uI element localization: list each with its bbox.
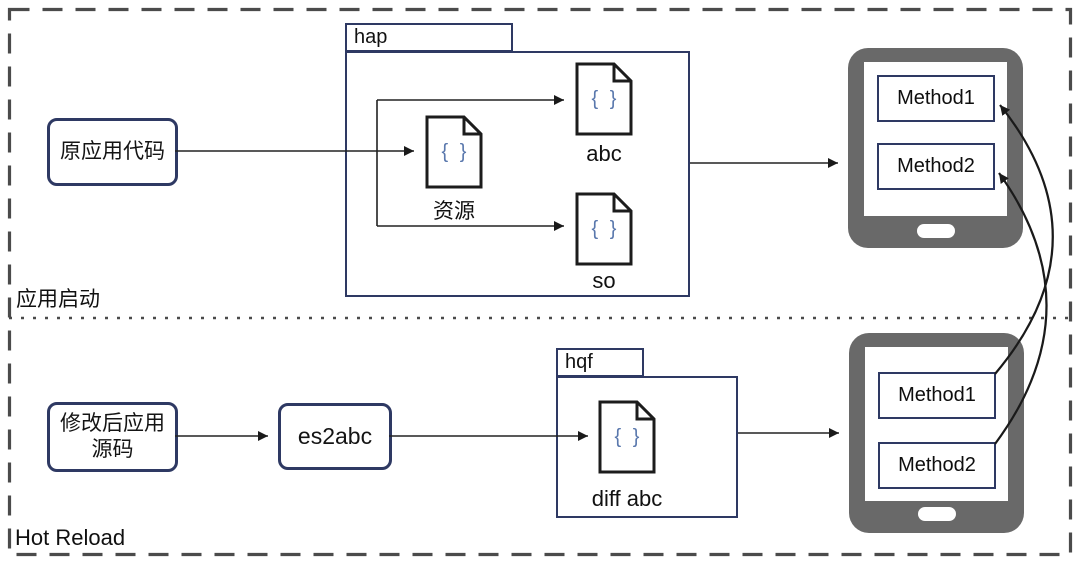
- device-tablet-bottom: Method1 Method2: [849, 333, 1024, 533]
- method1-label: Method1: [898, 384, 976, 406]
- modified-source-line2: 源码: [91, 438, 134, 461]
- hap-folder-tab: hap: [345, 23, 513, 52]
- es2abc-label: es2abc: [297, 423, 373, 450]
- so-document: { }: [575, 192, 633, 266]
- method1-box-top: Method1: [877, 75, 995, 122]
- es2abc-box: es2abc: [278, 403, 392, 470]
- braces-glyph: { }: [614, 426, 640, 448]
- home-button-icon: [918, 507, 956, 521]
- braces-glyph: { }: [591, 218, 617, 240]
- device-tablet-top: Method1 Method2: [848, 48, 1023, 248]
- diff-abc-document: { }: [598, 400, 656, 474]
- original-app-code-box: 原应用代码: [47, 118, 178, 186]
- original-app-code-label: 原应用代码: [60, 139, 165, 163]
- diff-abc-doc-label: diff abc: [591, 486, 663, 511]
- section-label-hot-reload: Hot Reload: [15, 525, 126, 550]
- braces-glyph: { }: [591, 88, 617, 110]
- method1-box-bottom: Method1: [878, 372, 996, 419]
- home-button-icon: [917, 224, 955, 238]
- hqf-folder-tab: hqf: [556, 348, 644, 377]
- section-label-startup: 应用启动: [16, 288, 100, 311]
- resource-doc-label: 资源: [433, 200, 475, 223]
- resource-document: { }: [425, 115, 483, 189]
- hqf-folder-name: hqf: [565, 351, 593, 373]
- method2-label: Method2: [898, 454, 976, 476]
- abc-document: { }: [575, 62, 633, 136]
- method2-label: Method2: [897, 155, 975, 177]
- hap-folder-body: [345, 51, 690, 297]
- hap-folder-name: hap: [354, 26, 388, 48]
- modified-source-line1: 修改后应用: [60, 411, 165, 435]
- modified-source-box: 修改后应用 源码: [47, 402, 178, 472]
- abc-doc-label: abc: [586, 141, 622, 166]
- method2-box-bottom: Method2: [878, 442, 996, 489]
- so-doc-label: so: [592, 268, 616, 293]
- method1-label: Method1: [897, 87, 975, 109]
- braces-glyph: { }: [441, 141, 467, 163]
- method2-box-top: Method2: [877, 143, 995, 190]
